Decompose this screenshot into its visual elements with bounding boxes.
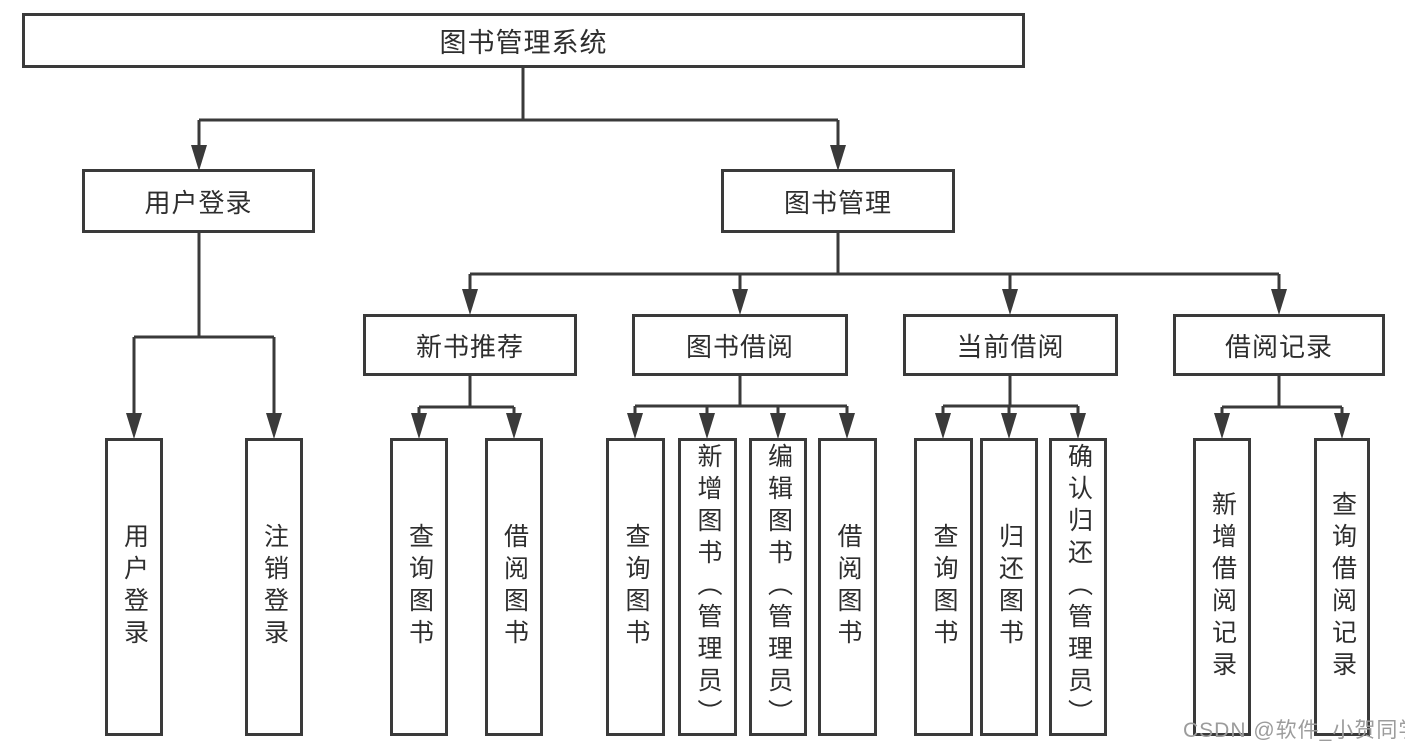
leaf-user-login: 用户登录 (105, 438, 163, 736)
node-book-borrowing-label: 图书借阅 (685, 331, 794, 362)
leaf-query-books-2-label: 查询图书 (622, 523, 650, 651)
leaf-user-login-label: 用户登录 (120, 523, 149, 651)
node-library-management-system: 图书管理系统 (22, 13, 1025, 68)
leaf-query-books-3: 查询图书 (914, 438, 973, 736)
leaf-return-books: 归还图书 (980, 438, 1038, 736)
leaf-borrow-books-2-label: 借阅图书 (834, 523, 862, 651)
node-borrowing-records: 借阅记录 (1173, 314, 1385, 376)
leaf-query-books-1-label: 查询图书 (405, 523, 434, 651)
leaf-add-books-admin: 新增图书（管理员） (678, 438, 737, 736)
node-user-login-label: 用户登录 (144, 187, 253, 218)
node-book-management-label: 图书管理 (783, 187, 892, 218)
node-library-management-system-label: 图书管理系统 (439, 28, 608, 58)
leaf-borrow-books-1-label: 借阅图书 (500, 523, 529, 651)
leaf-query-books-1: 查询图书 (390, 438, 448, 736)
leaf-query-books-2: 查询图书 (606, 438, 665, 736)
node-book-management: 图书管理 (721, 169, 955, 233)
csdn-watermark: CSDN @软件_小贺同学 (1183, 719, 1405, 742)
leaf-add-borrow-record: 新增借阅记录 (1193, 438, 1251, 736)
leaf-query-books-3-label: 查询图书 (930, 523, 958, 651)
leaf-confirm-return-admin-label: 确认归还（管理员） (1064, 443, 1093, 731)
leaf-query-borrow-record: 查询借阅记录 (1314, 438, 1370, 736)
node-new-book-recommend: 新书推荐 (363, 314, 577, 376)
node-borrowing-records-label: 借阅记录 (1224, 331, 1333, 362)
leaf-logout: 注销登录 (245, 438, 303, 736)
node-current-borrowing-label: 当前借阅 (956, 331, 1065, 362)
leaf-return-books-label: 归还图书 (995, 523, 1024, 651)
leaf-add-borrow-record-label: 新增借阅记录 (1208, 491, 1237, 683)
arrowheads (126, 145, 1350, 439)
leaf-logout-label: 注销登录 (260, 523, 289, 651)
leaf-edit-books-admin-label: 编辑图书（管理员） (764, 443, 793, 731)
node-user-login: 用户登录 (82, 169, 315, 233)
leaf-edit-books-admin: 编辑图书（管理员） (749, 438, 807, 736)
node-new-book-recommend-label: 新书推荐 (415, 331, 524, 362)
node-current-borrowing: 当前借阅 (903, 314, 1118, 376)
leaf-borrow-books-1: 借阅图书 (485, 438, 543, 736)
leaf-confirm-return-admin: 确认归还（管理员） (1049, 438, 1107, 736)
leaf-borrow-books-2: 借阅图书 (818, 438, 877, 736)
leaf-query-borrow-record-label: 查询借阅记录 (1328, 491, 1357, 683)
node-book-borrowing: 图书借阅 (632, 314, 848, 376)
leaf-add-books-admin-label: 新增图书（管理员） (694, 443, 722, 731)
